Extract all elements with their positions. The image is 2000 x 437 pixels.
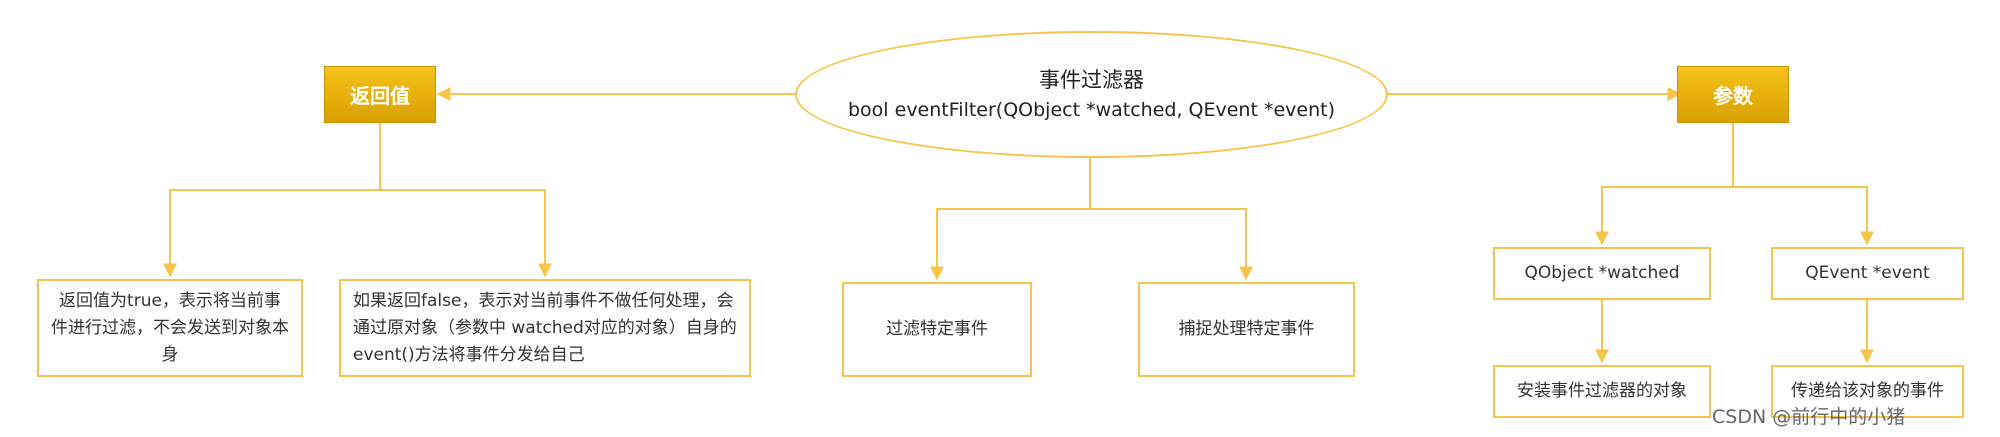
event-filter-title: 事件过滤器 [1039,67,1144,92]
param-watched-box: QObject *watched [1493,247,1711,300]
event-filter-signature: bool eventFilter(QObject *watched, QEven… [848,98,1335,121]
return-true-box: 返回值为true，表示将当前事件进行过滤，不会发送到对象本身 [37,279,303,377]
connector-return-branch [163,123,381,278]
connector-return-branch-2 [380,189,552,278]
filter-events-box: 过滤特定事件 [842,282,1032,377]
connector-center-branch [930,158,1091,281]
watched-desc-box: 安装事件过滤器的对象 [1493,365,1711,418]
event-filter-node: 事件过滤器 bool eventFilter(QObject *watched,… [795,31,1388,158]
csdn-watermark: CSDN @前行中的小猪 [1712,406,1906,428]
connector-center-branch-2 [1090,208,1253,281]
event-desc-box: 传递给该对象的事件 [1771,365,1964,418]
connector-params-branch [1595,123,1734,246]
connector-params-branch-2 [1733,186,1874,246]
param-event-box: QEvent *event [1771,247,1964,300]
return-value-header: 返回值 [324,66,436,123]
return-false-box: 如果返回false，表示对当前事件不做任何处理，会通过原对象（参数中 watch… [339,279,751,377]
parameters-header: 参数 [1677,66,1789,123]
capture-events-box: 捕捉处理特定事件 [1138,282,1355,377]
